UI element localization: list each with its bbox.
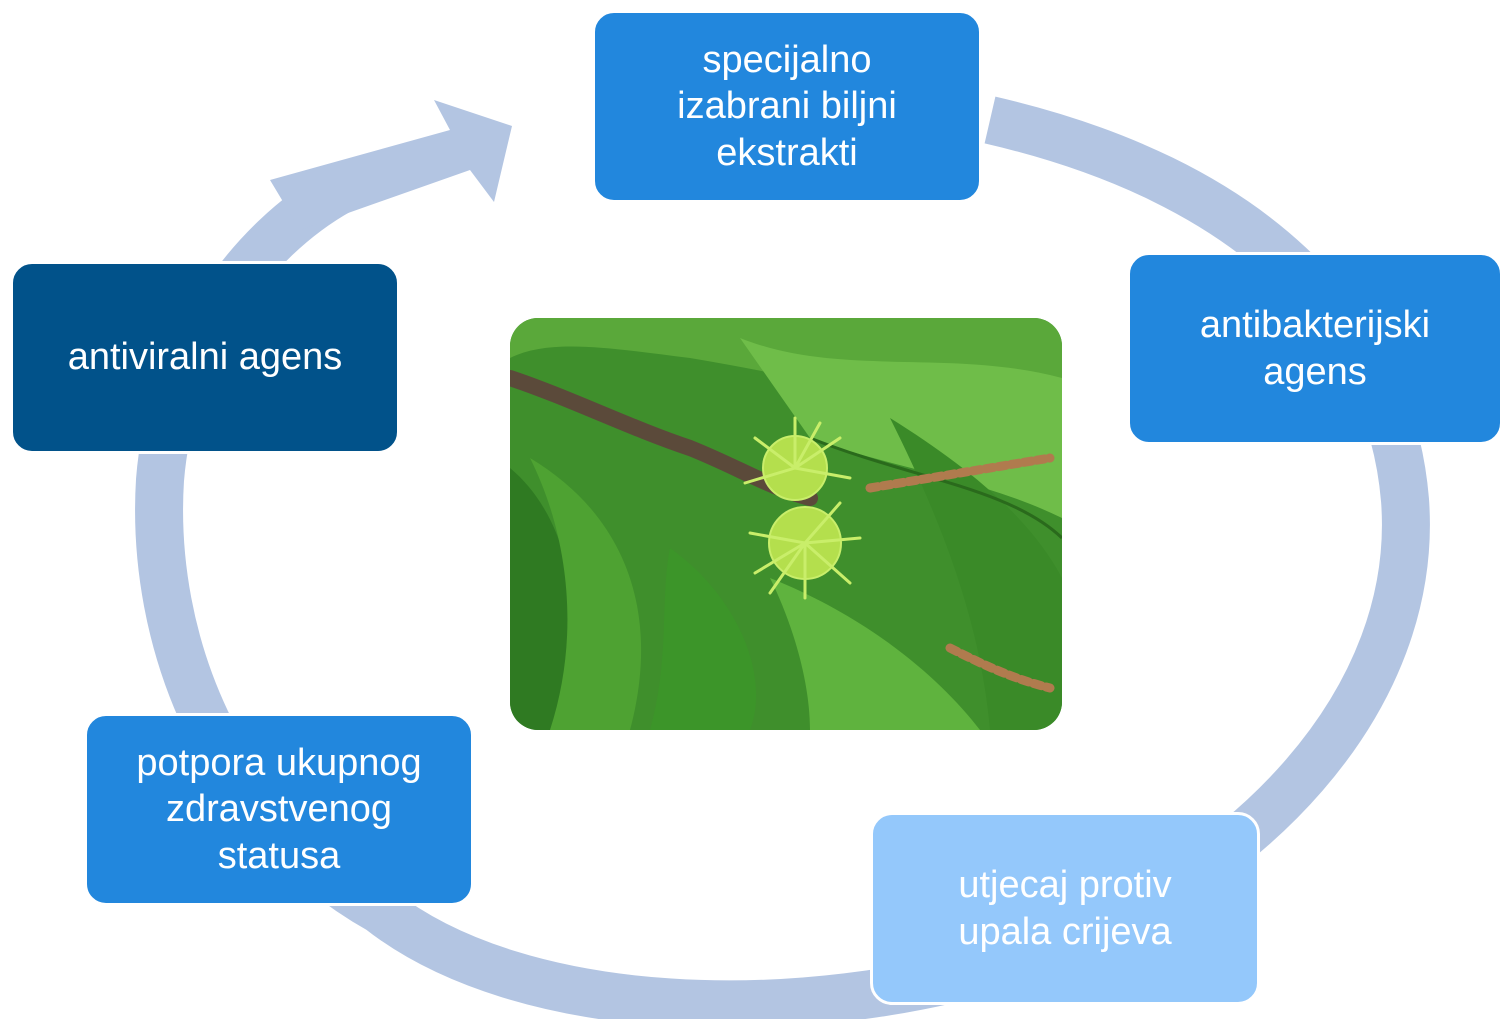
- chestnut-photo: [510, 318, 1062, 730]
- node-specijalno-izabrani-biljni-ekstrakti: specijalno izabrani biljni ekstrakti: [592, 10, 982, 203]
- node-potpora-ukupnog-zdravstvenog-statusa: potpora ukupnog zdravstvenog statusa: [84, 713, 474, 906]
- cycle-arrowhead: [270, 100, 512, 230]
- node-utjecaj-protiv-upala-crijeva: utjecaj protiv upala crijeva: [870, 812, 1260, 1005]
- node-antiviralni-agens: antiviralni agens: [10, 261, 400, 454]
- node-antibakterijski-agens: antibakterijski agens: [1127, 252, 1500, 445]
